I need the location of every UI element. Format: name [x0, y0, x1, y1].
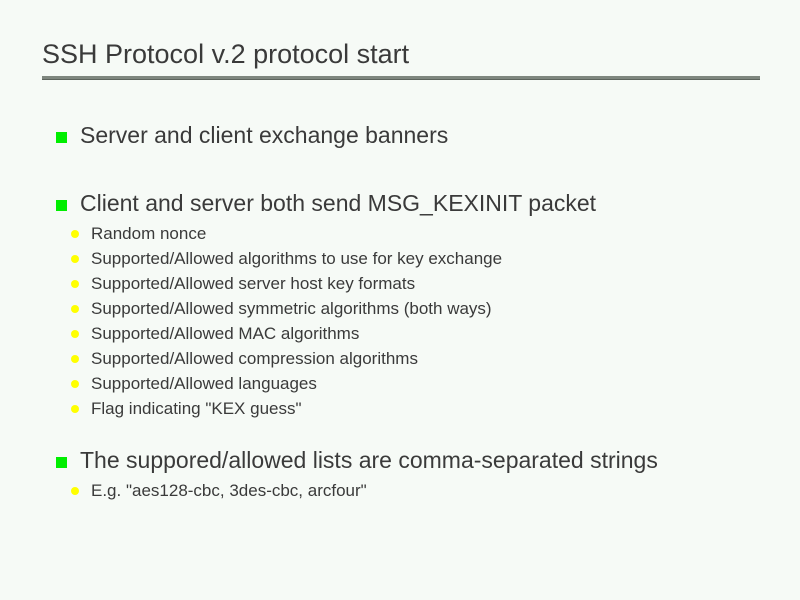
slide-title-block: SSH Protocol v.2 protocol start	[42, 38, 760, 80]
bullet-text: Server and client exchange banners	[80, 122, 449, 148]
square-bullet-icon	[56, 132, 67, 143]
bullet-text: Client and server both send MSG_KEXINIT …	[80, 190, 597, 216]
bullet-text: Supported/Allowed server host key format…	[91, 274, 416, 293]
bullet-item-level2: E.g. "aes128-cbc, 3des-cbc, arcfour"	[0, 478, 800, 503]
bullet-item-level2: Supported/Allowed symmetric algorithms (…	[0, 296, 800, 321]
bullet-item-level1: Server and client exchange banners	[0, 118, 800, 153]
bullet-text: Supported/Allowed algorithms to use for …	[91, 249, 503, 268]
dot-bullet-icon	[71, 380, 79, 388]
bullet-text: Supported/Allowed languages	[91, 374, 317, 393]
bullet-item-level2: Random nonce	[0, 221, 800, 246]
bullet-item-level2: Supported/Allowed languages	[0, 371, 800, 396]
spacer	[0, 421, 800, 443]
slide-body: Server and client exchange banners Clien…	[0, 118, 800, 503]
title-divider	[42, 76, 760, 80]
bullet-text: The suppored/allowed lists are comma-sep…	[80, 447, 658, 473]
dot-bullet-icon	[71, 405, 79, 413]
dot-bullet-icon	[71, 330, 79, 338]
dot-bullet-icon	[71, 305, 79, 313]
dot-bullet-icon	[71, 355, 79, 363]
bullet-item-level2: Supported/Allowed compression algorithms	[0, 346, 800, 371]
page-title: SSH Protocol v.2 protocol start	[42, 39, 410, 69]
dot-bullet-icon	[71, 280, 79, 288]
bullet-text: Supported/Allowed compression algorithms	[91, 349, 418, 368]
bullet-item-level2: Supported/Allowed MAC algorithms	[0, 321, 800, 346]
bullet-item-level2: Flag indicating "KEX guess"	[0, 396, 800, 421]
bullet-text: Random nonce	[91, 224, 207, 243]
bullet-text: Flag indicating "KEX guess"	[91, 399, 302, 418]
bullet-text: Supported/Allowed symmetric algorithms (…	[91, 299, 492, 318]
dot-bullet-icon	[71, 230, 79, 238]
bullet-text: E.g. "aes128-cbc, 3des-cbc, arcfour"	[91, 481, 367, 500]
dot-bullet-icon	[71, 255, 79, 263]
spacer	[0, 153, 800, 186]
bullet-text: Supported/Allowed MAC algorithms	[91, 324, 360, 343]
bullet-item-level2: Supported/Allowed server host key format…	[0, 271, 800, 296]
square-bullet-icon	[56, 457, 67, 468]
bullet-item-level2: Supported/Allowed algorithms to use for …	[0, 246, 800, 271]
bullet-item-level1: Client and server both send MSG_KEXINIT …	[0, 186, 800, 221]
square-bullet-icon	[56, 200, 67, 211]
dot-bullet-icon	[71, 487, 79, 495]
bullet-item-level1: The suppored/allowed lists are comma-sep…	[0, 443, 800, 478]
